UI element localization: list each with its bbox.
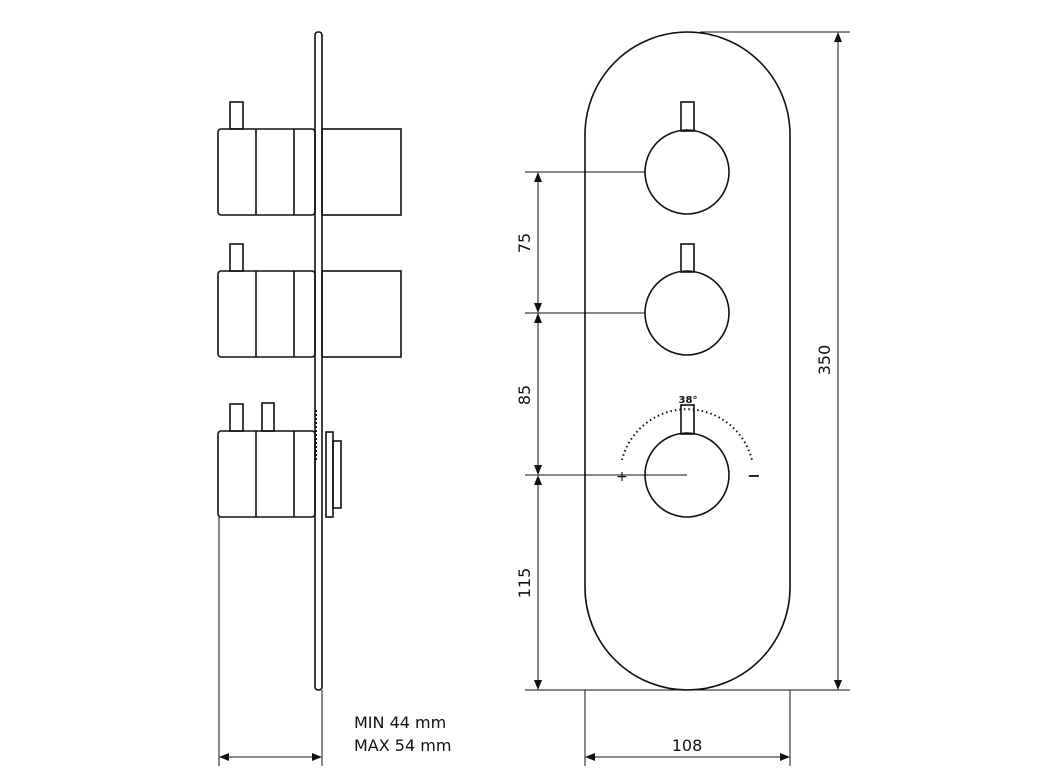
front-knob-2	[644, 243, 730, 356]
side-valve-1	[217, 101, 402, 216]
wall-plate	[314, 31, 323, 691]
minus-mark: −	[747, 466, 760, 485]
depth-dimension	[218, 517, 323, 766]
front-knob-1	[644, 101, 730, 215]
side-thermostatic-valve	[217, 402, 342, 518]
dim-spacing-1: 75	[515, 233, 534, 253]
dim-height: 350	[815, 345, 834, 376]
dim-width: 108	[672, 736, 703, 755]
side-view: MIN 44 mm MAX 54 mm	[217, 31, 451, 766]
temperature-mark: 38°	[679, 395, 698, 406]
depth-min-label: MIN 44 mm	[354, 713, 446, 732]
dim-spacing-2: 85	[515, 385, 534, 405]
front-thermostatic-knob	[621, 404, 753, 518]
side-valve-2	[217, 243, 402, 358]
front-view: 38° + − 75 85 115 350 108	[515, 31, 850, 766]
vertical-dimensions	[525, 31, 850, 766]
depth-max-label: MAX 54 mm	[354, 736, 451, 755]
plus-mark: +	[616, 469, 628, 485]
dim-bottom: 115	[515, 568, 534, 599]
